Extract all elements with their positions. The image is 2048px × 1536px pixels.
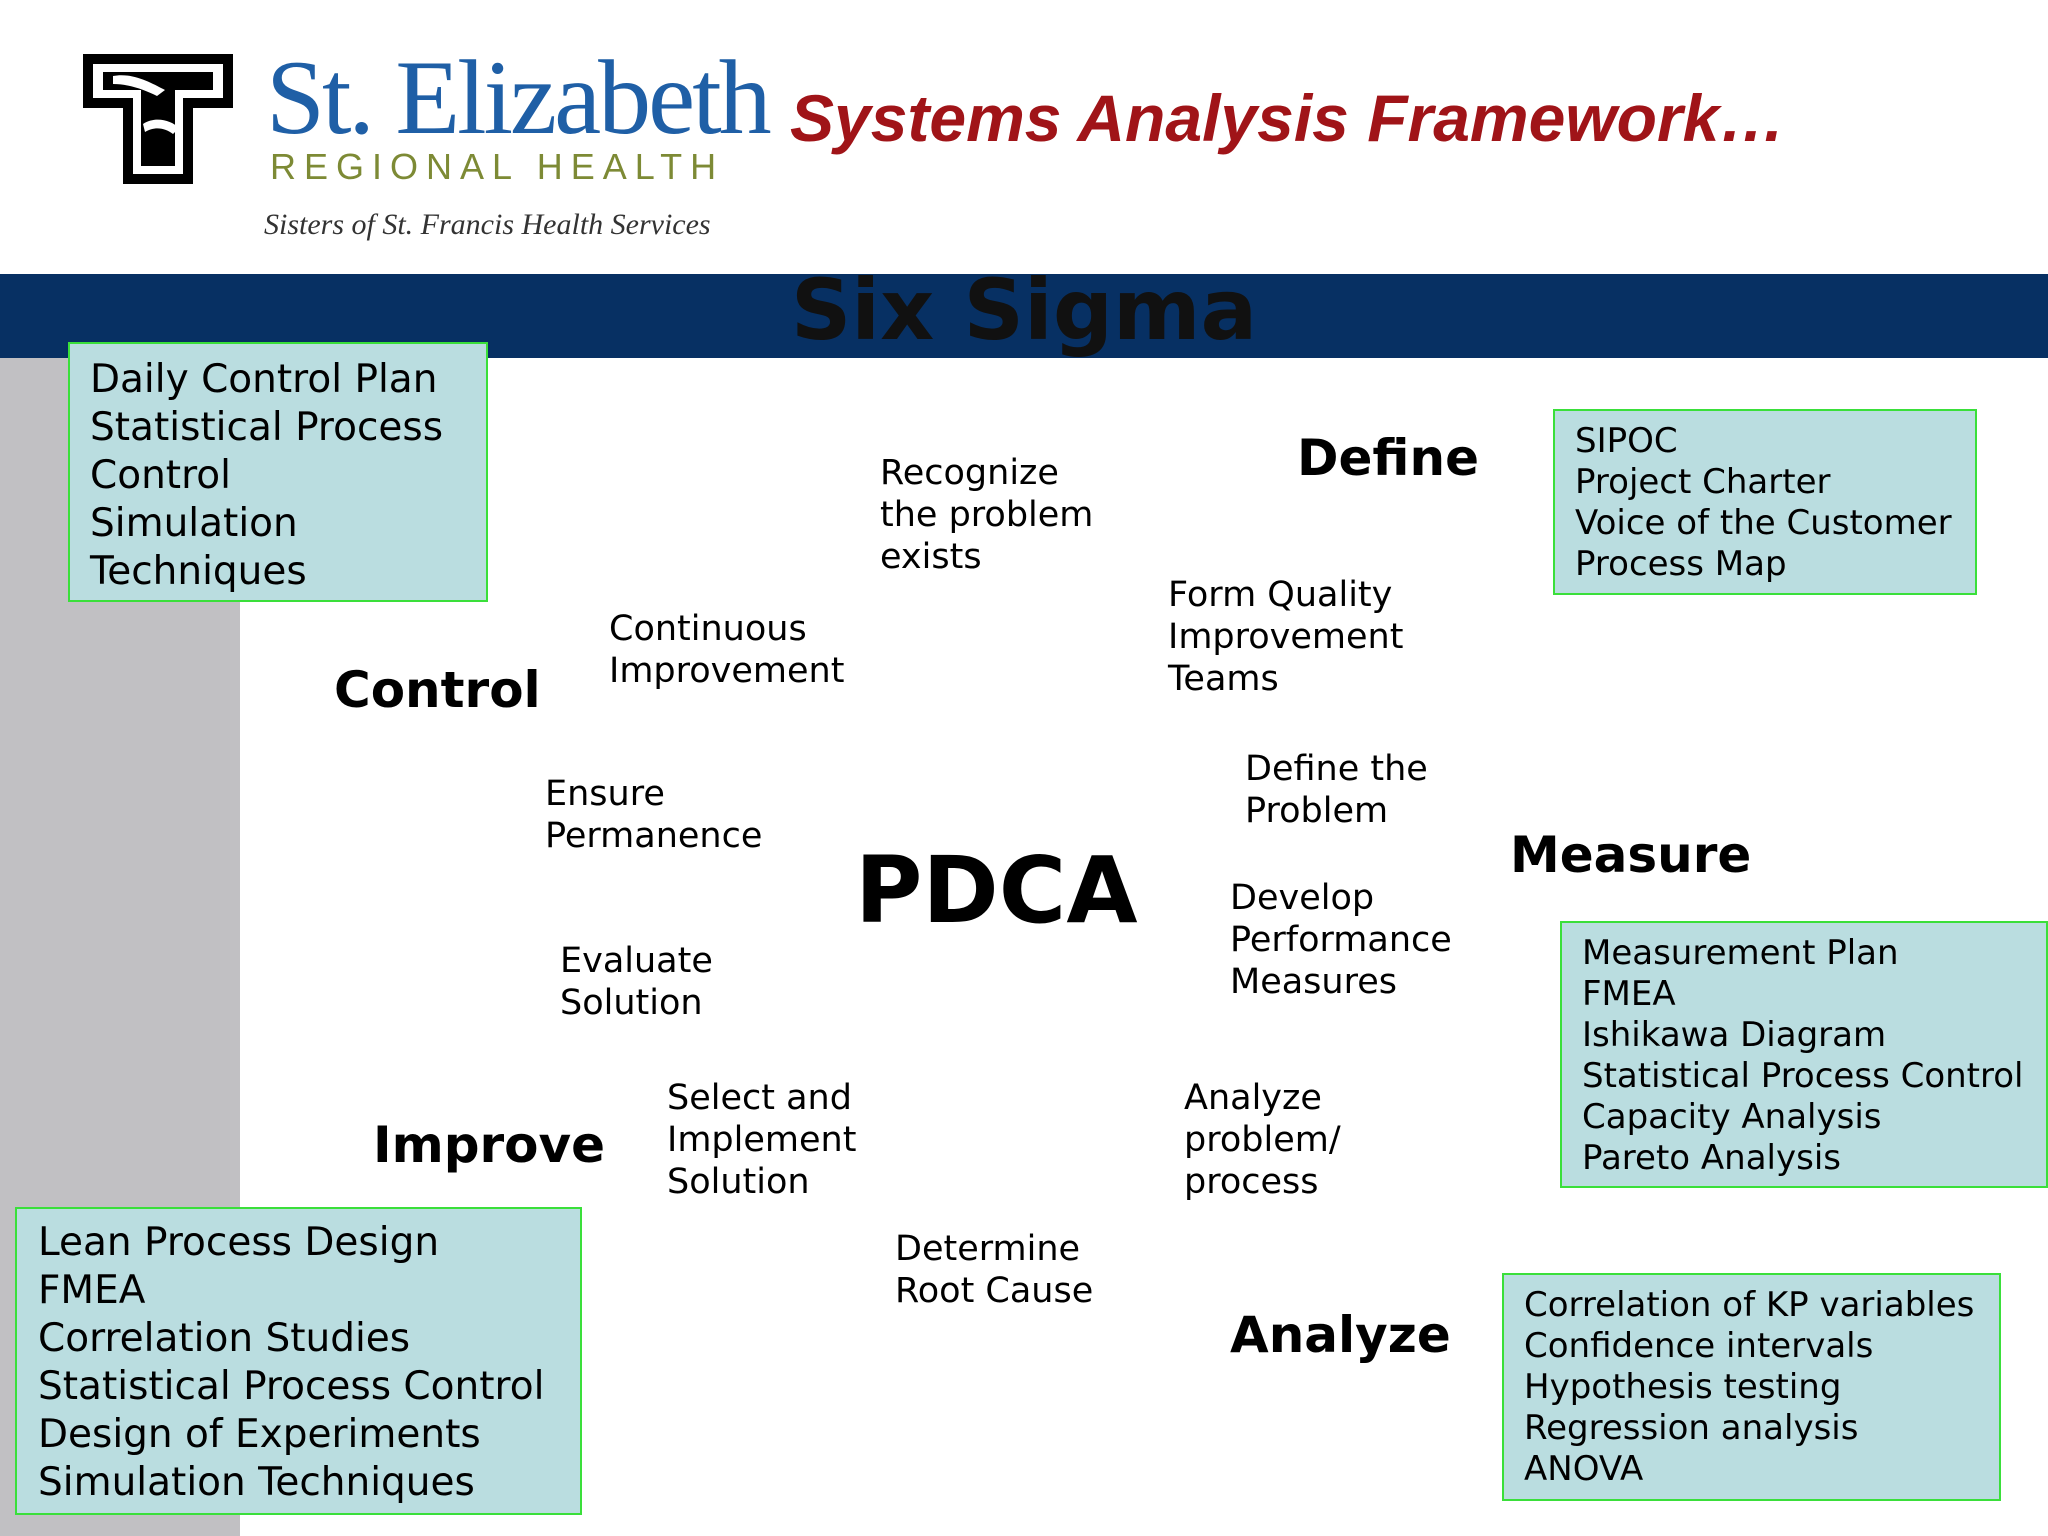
- improve-tools-box: Lean Process Design FMEA Correlation Stu…: [15, 1207, 582, 1515]
- step-evaluate-solution: Evaluate Solution: [560, 941, 713, 1023]
- tool-item: Pareto Analysis: [1582, 1138, 1841, 1178]
- tool-item: Lean Process Design: [38, 1220, 440, 1265]
- tool-item: Statistical Process Control: [1582, 1056, 2024, 1096]
- tool-item: Simulation Techniques: [38, 1460, 475, 1505]
- tool-item: Ishikawa Diagram: [1582, 1015, 1887, 1055]
- tool-item: Measurement Plan: [1582, 933, 1899, 973]
- tool-item: Daily Control Plan: [90, 357, 438, 402]
- phase-control: Control: [334, 661, 541, 719]
- logo-name: St. Elizabeth: [266, 39, 772, 156]
- tool-item: Voice of the Customer: [1575, 503, 1952, 543]
- phase-measure: Measure: [1510, 826, 1752, 884]
- step-define-problem: Define the Problem: [1245, 749, 1428, 831]
- step-continuous-improvement: Continuous Improvement: [609, 609, 845, 691]
- define-tools-box: SIPOC Project Charter Voice of the Custo…: [1553, 409, 1977, 595]
- six-sigma-title: Six Sigma: [790, 261, 1258, 359]
- tool-item: Correlation of KP variables: [1524, 1285, 1975, 1325]
- tool-item: Simulation: [90, 501, 298, 546]
- measure-tools-box: Measurement Plan FMEA Ishikawa Diagram S…: [1560, 921, 2048, 1188]
- tool-item: Statistical Process Control: [38, 1364, 545, 1409]
- step-develop-measures: Develop Performance Measures: [1230, 878, 1452, 1002]
- tool-item: ANOVA: [1524, 1449, 1644, 1489]
- tool-item: Control: [90, 453, 231, 498]
- tool-item: Design of Experiments: [38, 1412, 481, 1457]
- tool-item: Process Map: [1575, 544, 1787, 584]
- tool-item: Techniques: [90, 549, 307, 594]
- step-analyze-process: Analyze problem/ process: [1184, 1078, 1341, 1202]
- tool-item: FMEA: [1582, 974, 1676, 1014]
- tool-item: Project Charter: [1575, 462, 1831, 502]
- slide-title: Systems Analysis Framework…: [790, 81, 1786, 155]
- step-ensure-permanence: Ensure Permanence: [545, 774, 763, 856]
- tool-item: Hypothesis testing: [1524, 1367, 1842, 1407]
- cross-logo-icon: [83, 54, 233, 184]
- tool-item: Regression analysis: [1524, 1408, 1859, 1448]
- pdca-center-label: PDCA: [855, 837, 1138, 944]
- step-recognize-problem: Recognize the problem exists: [880, 453, 1094, 577]
- tool-item: FMEA: [38, 1268, 146, 1313]
- phase-define: Define: [1297, 429, 1479, 487]
- analyze-tools-box: Correlation of KP variables Confidence i…: [1502, 1273, 2001, 1501]
- tool-item: Confidence intervals: [1524, 1326, 1874, 1366]
- logo-subtitle: REGIONAL HEALTH: [270, 146, 725, 187]
- control-tools-box: Daily Control Plan Statistical Process C…: [68, 342, 488, 602]
- tool-item: Correlation Studies: [38, 1316, 411, 1361]
- tool-item: SIPOC: [1575, 421, 1678, 461]
- step-root-cause: Determine Root Cause: [895, 1229, 1094, 1311]
- step-form-teams: Form Quality Improvement Teams: [1168, 575, 1404, 699]
- tool-item: Statistical Process: [90, 405, 444, 450]
- tool-item: Capacity Analysis: [1582, 1097, 1882, 1137]
- phase-improve: Improve: [373, 1116, 606, 1174]
- step-select-implement: Select and Implement Solution: [667, 1078, 857, 1202]
- phase-analyze: Analyze: [1230, 1306, 1451, 1364]
- logo: St. Elizabeth REGIONAL HEALTH Sisters of…: [78, 40, 772, 250]
- logo-tagline: Sisters of St. Francis Health Services: [264, 208, 711, 241]
